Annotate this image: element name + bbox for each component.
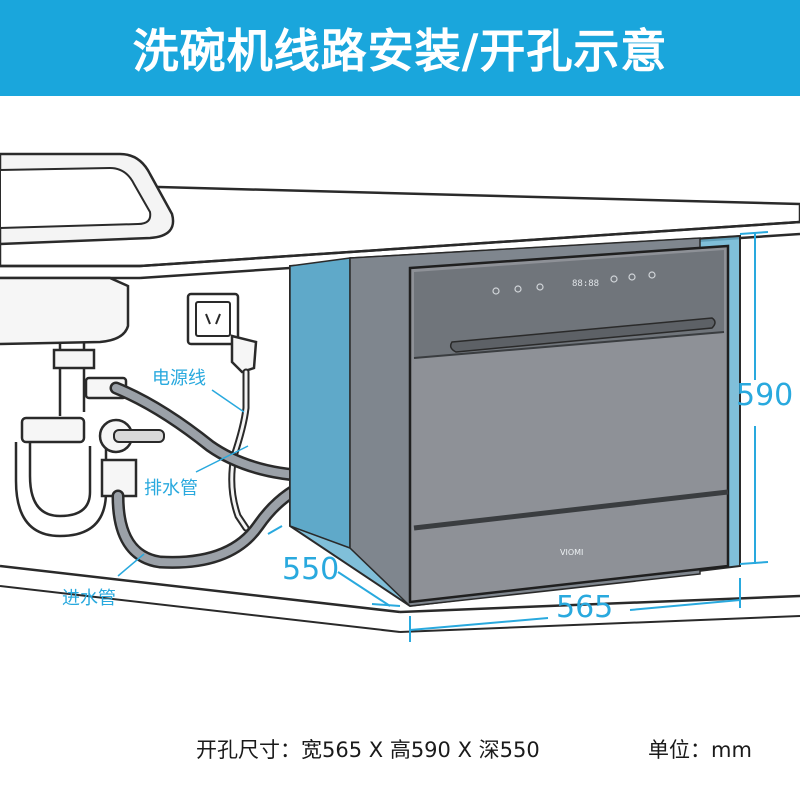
cutout-spec: 开孔尺寸：宽565 X 高590 X 深550	[196, 738, 540, 762]
installation-diagram: 88:88 VIOMI 590 565 550 电源线 排水管 进水管	[0, 96, 800, 716]
brand-logo: VIOMI	[560, 548, 583, 557]
footer: 开孔尺寸：宽565 X 高590 X 深550 单位：mm	[0, 730, 800, 770]
height-dimension: 590	[736, 378, 794, 413]
dishwasher	[349, 237, 730, 607]
drain-hose-label: 排水管	[144, 478, 198, 499]
sink-basin	[0, 152, 175, 346]
panel-display: 88:88	[572, 279, 599, 289]
drain-hose	[109, 381, 319, 483]
wall-socket	[186, 292, 240, 346]
depth-dimension: 550	[282, 552, 340, 587]
title-banner: 洗碗机线路安装/开孔示意	[0, 0, 800, 96]
width-dimension: 565	[556, 590, 614, 625]
inlet-hose	[111, 475, 319, 569]
unit-note: 单位：mm	[648, 738, 752, 762]
page-title: 洗碗机线路安装/开孔示意	[132, 24, 668, 78]
dimension-lines	[267, 231, 769, 642]
callout-lines	[117, 389, 249, 577]
inlet-hose-label: 进水管	[62, 588, 116, 609]
power-cord-label: 电源线	[152, 368, 206, 389]
power-cord	[228, 334, 258, 532]
diagram-canvas: 88:88 VIOMI	[0, 152, 800, 642]
